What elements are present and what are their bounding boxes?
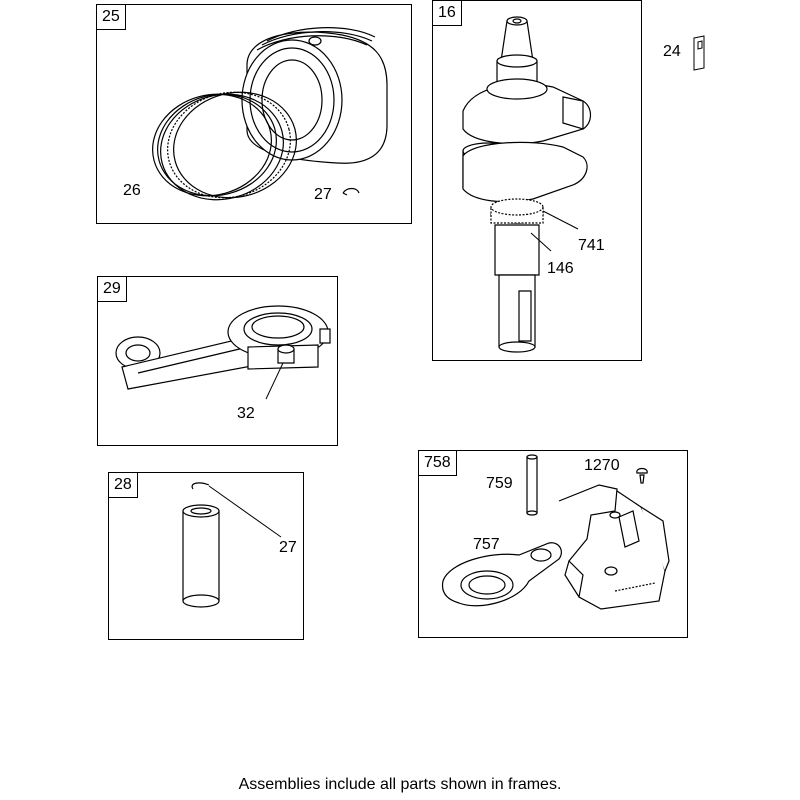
part-label-bolt: 32 (237, 405, 255, 422)
connecting-rod-illustration (98, 277, 339, 447)
part-label-loose-key: 24 (663, 43, 681, 60)
part-label-rings: 26 (123, 182, 141, 199)
part-label-clip: 27 (314, 186, 332, 203)
crankshaft-illustration (433, 1, 643, 362)
part-label-gear: 741 (578, 237, 605, 254)
frame-crankshaft: 16 (432, 0, 642, 361)
frame-piston-assembly: 25 26 27 (96, 4, 412, 224)
part-label-screw: 1270 (584, 457, 620, 474)
part-label-retainer: 27 (279, 539, 297, 556)
frame-counterweight-assembly: 758 759 1270 757 (418, 450, 688, 638)
piston-rings-illustration (97, 5, 413, 225)
footer-note: Assemblies include all parts shown in fr… (238, 776, 562, 793)
counterweight-illustration (419, 451, 689, 639)
frame-id-connecting-rod: 29 (98, 277, 127, 302)
frame-wrist-pin: 28 27 (108, 472, 304, 640)
part-label-key: 146 (547, 260, 574, 277)
frame-id-crankshaft: 16 (433, 1, 462, 26)
loose-key-icon (690, 34, 710, 70)
part-label-link: 757 (473, 536, 500, 553)
frame-connecting-rod: 29 32 (97, 276, 338, 446)
wrist-pin-illustration (109, 473, 305, 641)
part-label-pin: 759 (486, 475, 513, 492)
frame-id-wrist-pin: 28 (109, 473, 138, 498)
frame-id-piston: 25 (97, 5, 126, 30)
frame-id-counterweight: 758 (419, 451, 457, 476)
